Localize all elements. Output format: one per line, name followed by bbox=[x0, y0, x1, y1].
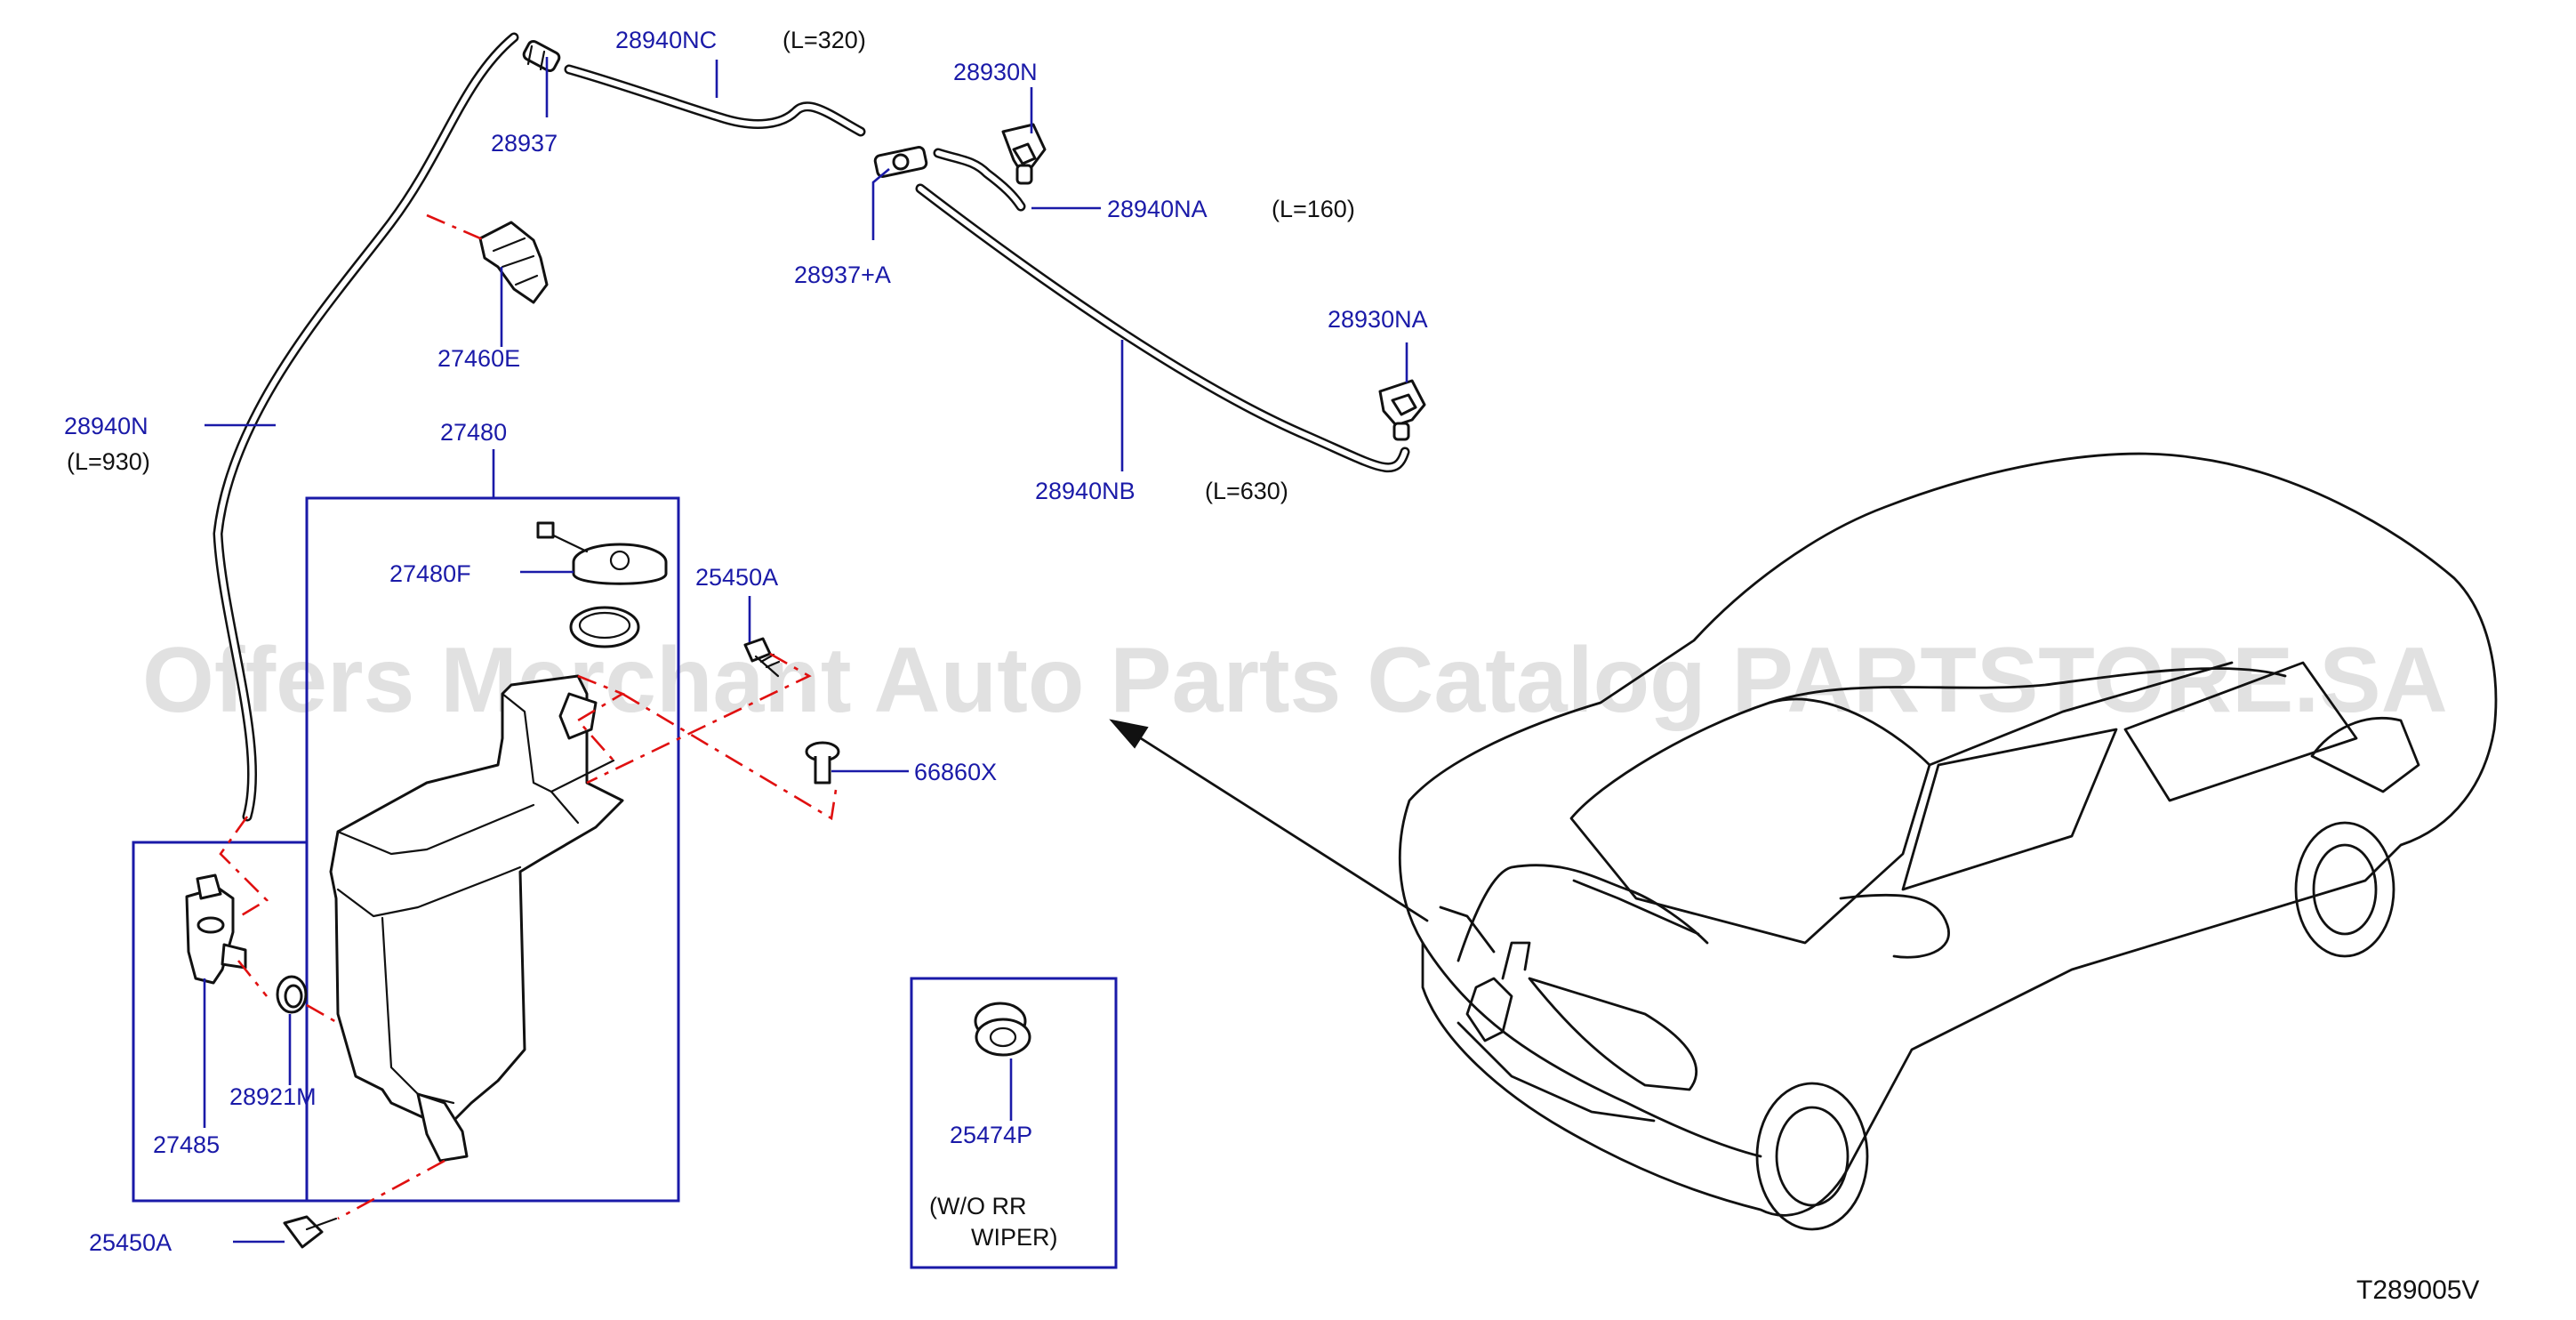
diagram-code: T289005V bbox=[2356, 1276, 2479, 1305]
label-27480: 27480 bbox=[440, 419, 507, 446]
length-label-930: (L=930) bbox=[67, 448, 150, 475]
label-28930N: 28930N bbox=[953, 59, 1038, 85]
length-label-320: (L=320) bbox=[782, 27, 866, 53]
label-27485: 27485 bbox=[153, 1131, 220, 1158]
connector-28937 bbox=[522, 39, 561, 73]
hose-28940NA bbox=[933, 148, 1026, 212]
clip-27460E bbox=[478, 221, 549, 304]
length-label-630: (L=630) bbox=[1205, 478, 1288, 504]
pump-27485 bbox=[185, 873, 247, 985]
clip-66860X bbox=[805, 741, 840, 785]
label-27460E: 27460E bbox=[437, 345, 520, 372]
note-without-rear-wiper-line1: (W/O RR bbox=[929, 1193, 1026, 1219]
label-27480F: 27480F bbox=[389, 560, 471, 587]
filler-neck-seal bbox=[569, 606, 640, 648]
label-28940NB: 28940NB bbox=[1035, 478, 1136, 504]
grommet-28921M bbox=[276, 975, 308, 1014]
watermark-text: Offers Merchant Auto Parts Catalog PARTS… bbox=[142, 629, 2448, 732]
hose-28940NC bbox=[564, 64, 866, 137]
label-28937: 28937 bbox=[491, 130, 558, 157]
grommet-25474P bbox=[974, 1002, 1031, 1057]
cap-27480F bbox=[536, 521, 668, 585]
reference-lines bbox=[219, 213, 838, 1220]
label-25450A-bottom: 25450A bbox=[89, 1229, 172, 1256]
label-28930NA: 28930NA bbox=[1328, 306, 1428, 333]
inset-box-25474P bbox=[910, 977, 1118, 1269]
length-label-160: (L=160) bbox=[1272, 196, 1355, 222]
pointer-arrow bbox=[1109, 719, 1429, 922]
leader-lines bbox=[203, 57, 1408, 1244]
label-28921M: 28921M bbox=[229, 1083, 317, 1110]
label-28940NC: 28940NC bbox=[615, 27, 717, 53]
nozzle-28930N bbox=[1001, 123, 1047, 185]
label-28940N: 28940N bbox=[64, 413, 148, 439]
note-without-rear-wiper-line2: WIPER) bbox=[971, 1224, 1058, 1251]
label-28940NA: 28940NA bbox=[1107, 196, 1208, 222]
label-25474P: 25474P bbox=[950, 1122, 1032, 1148]
washer-tank-27480 bbox=[329, 674, 624, 1163]
connector-28937A bbox=[873, 146, 928, 178]
nozzle-28930NA bbox=[1378, 379, 1426, 441]
label-28937A: 28937+A bbox=[794, 262, 891, 288]
pump-box bbox=[132, 841, 309, 1203]
vehicle-illustration bbox=[1398, 452, 2498, 1231]
hose-28940N bbox=[213, 32, 519, 822]
label-25450A-top: 25450A bbox=[695, 564, 778, 591]
bolt-25450A-bottom bbox=[283, 1215, 338, 1249]
hose-28940NB bbox=[915, 183, 1410, 473]
label-66860X: 66860X bbox=[914, 759, 997, 785]
